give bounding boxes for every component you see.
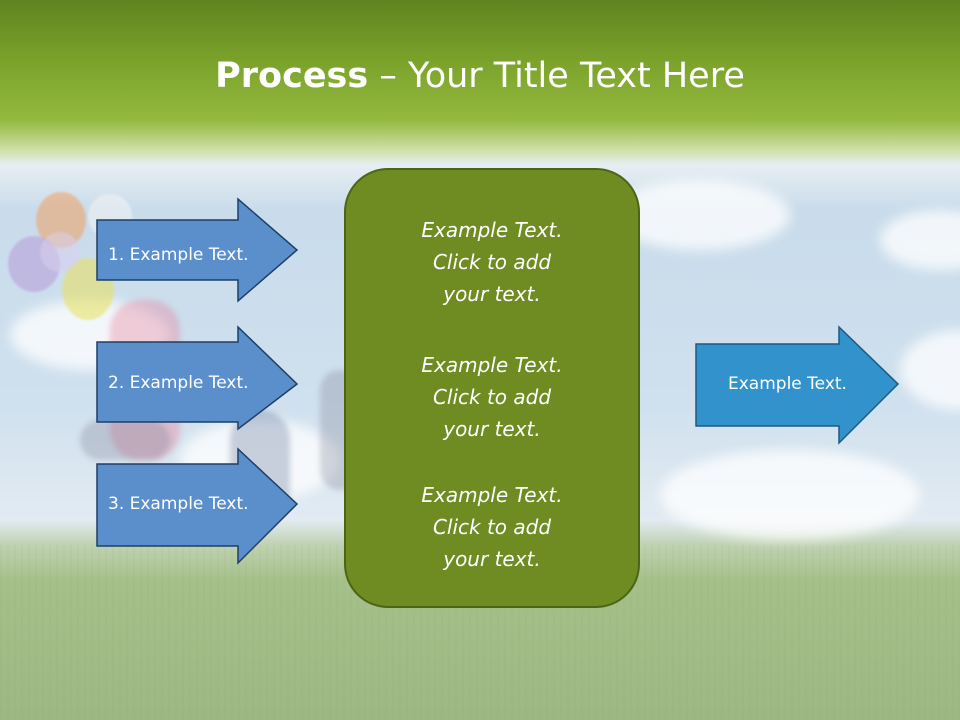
left-arrow-3-label: 3. Example Text. <box>108 494 249 514</box>
panel-line: Example Text. <box>421 353 563 377</box>
slide-title[interactable]: Process – Your Title Text Here <box>0 54 960 98</box>
panel-text-block-2[interactable]: Example Text. Click to add your text. <box>346 349 638 445</box>
panel-line: Click to add <box>432 385 552 409</box>
left-arrow-1[interactable]: 1. Example Text. <box>96 197 299 303</box>
right-arrow-shape <box>96 447 299 565</box>
panel-line: Example Text. <box>421 483 563 507</box>
right-arrow[interactable]: Example Text. <box>695 325 900 445</box>
panel-line: your text. <box>443 417 541 441</box>
left-arrow-2[interactable]: 2. Example Text. <box>96 325 299 431</box>
panel-line: Example Text. <box>421 218 563 242</box>
title-rest-part: – Your Title Text Here <box>368 56 745 96</box>
title-bar: Process – Your Title Text Here <box>0 0 960 130</box>
right-arrow-shape <box>96 197 299 303</box>
panel-text-block-3[interactable]: Example Text. Click to add your text. <box>346 479 638 575</box>
left-arrow-2-label: 2. Example Text. <box>108 373 249 393</box>
panel-line: your text. <box>443 547 541 571</box>
panel-line: Click to add <box>432 250 552 274</box>
panel-line: Click to add <box>432 515 552 539</box>
right-arrow-label: Example Text. <box>728 374 847 394</box>
panel-text-block-1[interactable]: Example Text. Click to add your text. <box>346 214 638 310</box>
panel-line: your text. <box>443 282 541 306</box>
right-arrow-shape <box>695 325 900 445</box>
center-content-panel[interactable]: Example Text. Click to add your text. Ex… <box>344 168 640 608</box>
title-bold-part: Process <box>215 56 369 96</box>
left-arrow-1-label: 1. Example Text. <box>108 245 249 265</box>
right-arrow-shape <box>96 325 299 431</box>
left-arrow-3[interactable]: 3. Example Text. <box>96 447 299 565</box>
